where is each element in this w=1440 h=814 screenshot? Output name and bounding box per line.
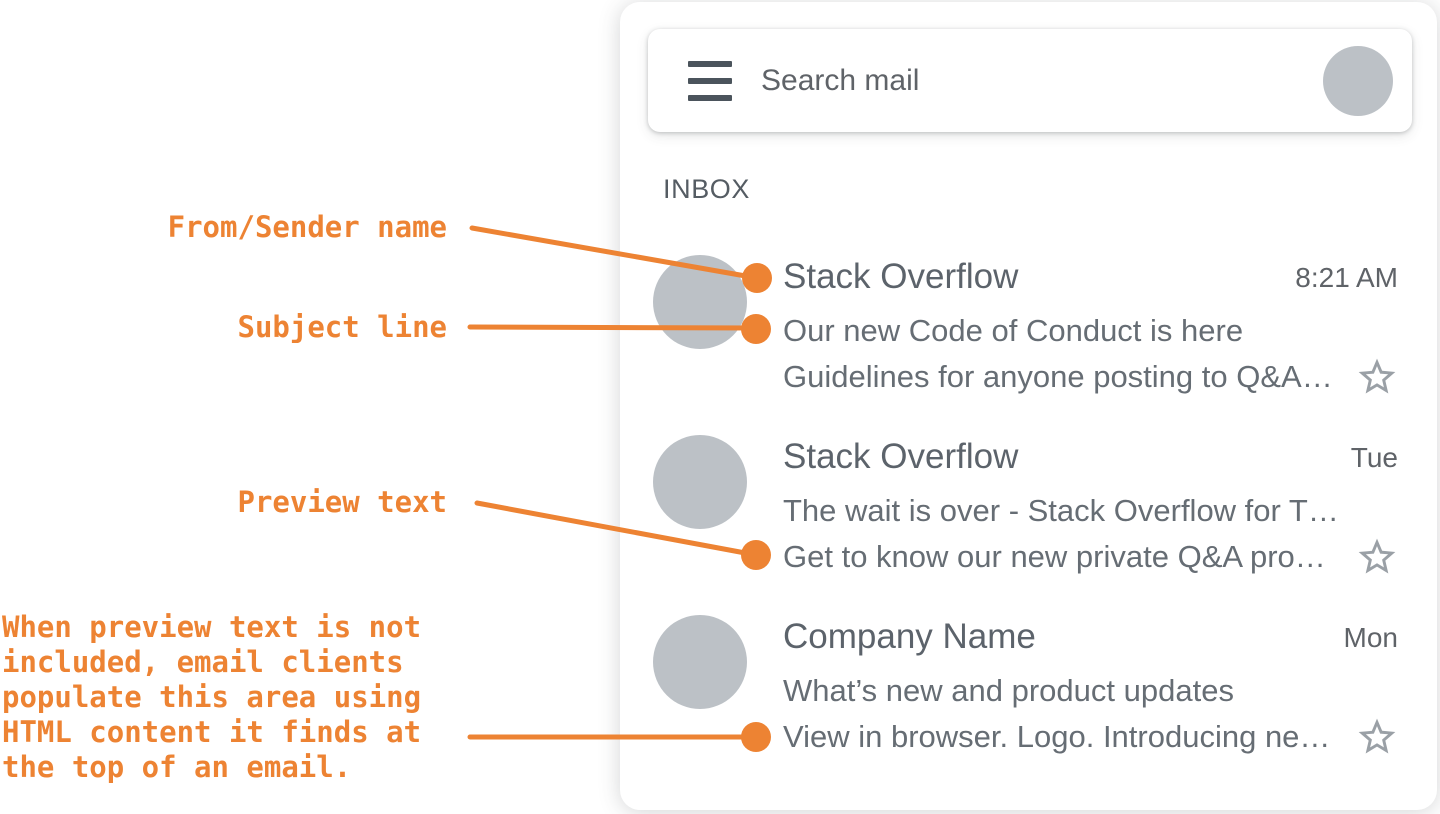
star-icon[interactable] bbox=[1355, 715, 1399, 759]
email-list-item[interactable]: Company Name Mon What’s new and product … bbox=[620, 615, 1437, 775]
sender-avatar bbox=[653, 255, 747, 349]
email-timestamp: Mon bbox=[1343, 622, 1398, 653]
search-bar[interactable] bbox=[648, 29, 1412, 132]
email-sender: Stack Overflow bbox=[783, 257, 1019, 296]
email-sender: Company Name bbox=[783, 617, 1036, 656]
email-subject: What’s new and product updates bbox=[783, 673, 1234, 708]
hamburger-menu-icon[interactable] bbox=[688, 60, 732, 101]
email-preview-text: Guidelines for anyone posting to Q&A… bbox=[783, 359, 1333, 394]
annotation-note-line: HTML content it finds at bbox=[2, 715, 422, 749]
star-icon[interactable] bbox=[1355, 535, 1399, 579]
annotation-preview-text-label: Preview text bbox=[237, 485, 447, 519]
email-subject: Our new Code of Conduct is here bbox=[783, 313, 1244, 348]
email-sender: Stack Overflow bbox=[783, 437, 1019, 476]
email-preview-text: Get to know our new private Q&A pro… bbox=[783, 539, 1326, 574]
star-icon[interactable] bbox=[1355, 355, 1399, 399]
annotation-note-line: the top of an email. bbox=[2, 750, 352, 784]
email-list-item[interactable]: Stack Overflow Tue The wait is over - St… bbox=[620, 435, 1437, 595]
email-subject: The wait is over - Stack Overflow for T… bbox=[783, 493, 1339, 528]
annotation-note-line: populate this area using bbox=[2, 680, 422, 714]
inbox-section-label: INBOX bbox=[663, 174, 751, 204]
search-input[interactable] bbox=[761, 63, 1323, 98]
mail-client-panel: INBOX Stack Overflow 8:21 AM Our new Cod… bbox=[620, 2, 1437, 810]
annotation-note: When preview text is not included, email… bbox=[2, 610, 421, 785]
annotation-note-line: included, email clients bbox=[2, 645, 404, 679]
user-avatar[interactable] bbox=[1323, 45, 1393, 116]
annotation-note-line: When preview text is not bbox=[2, 610, 422, 644]
email-list-item[interactable]: Stack Overflow 8:21 AM Our new Code of C… bbox=[620, 255, 1437, 415]
annotation-from-sender-label: From/Sender name bbox=[167, 210, 447, 244]
email-preview-text: View in browser. Logo. Introducing ne… bbox=[783, 719, 1331, 754]
sender-avatar bbox=[653, 615, 747, 709]
email-timestamp: Tue bbox=[1350, 442, 1398, 473]
sender-avatar bbox=[653, 435, 747, 529]
email-timestamp: 8:21 AM bbox=[1295, 262, 1398, 293]
annotation-subject-line-label: Subject line bbox=[237, 310, 447, 344]
